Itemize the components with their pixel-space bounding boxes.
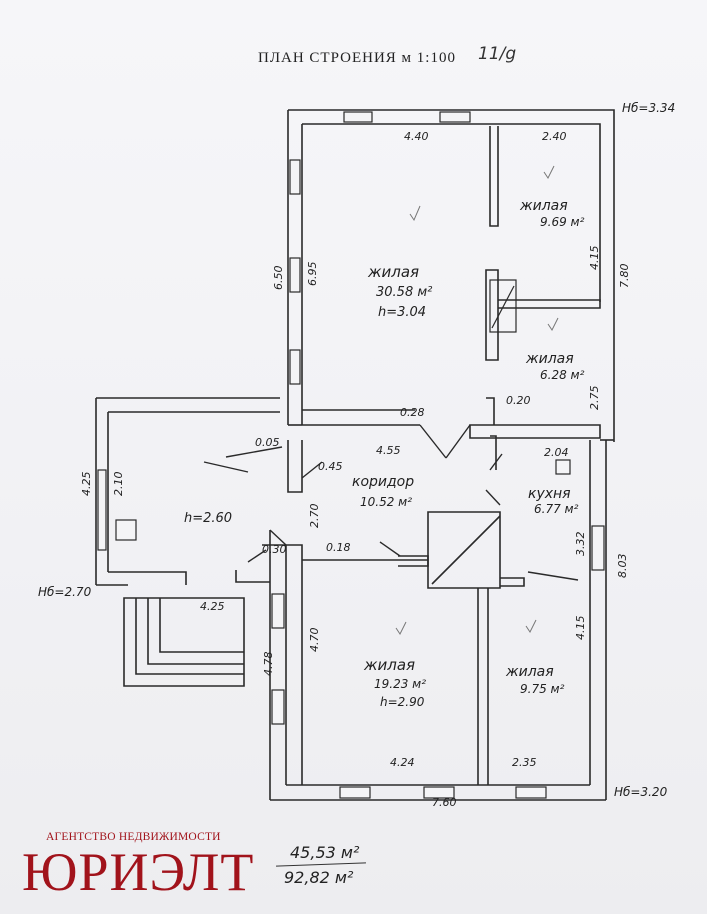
dim-label: 0.20 — [506, 394, 531, 407]
dim-label: 2.35 — [512, 756, 537, 769]
logo-name: ЮРИЭЛТ — [22, 842, 255, 902]
room-living-sw-area: 19.23 м² — [374, 677, 426, 691]
room-living-sw-label: жилая — [363, 656, 415, 674]
logo-subtitle: АГЕНТСТВО НЕДВИЖИМОСТИ — [46, 831, 221, 843]
dim-label: 0.30 — [262, 543, 287, 556]
dim-label: 6.50 — [272, 266, 285, 291]
plan-title: ПЛАН СТРОЕНИЯ м 1:100 — [258, 50, 456, 66]
dim-label: 2.10 — [112, 472, 125, 497]
dim-label: 7.60 — [432, 796, 457, 809]
room-labels: жилая 30.58 м² h=3.04 жилая 9.69 м² жила… — [184, 198, 585, 709]
elevation-labels: Нб=3.34 Нб=2.70 Нб=3.20 — [38, 101, 675, 799]
room-living-main-area: 30.58 м² — [376, 285, 432, 300]
dim-label: 6.95 — [306, 262, 319, 287]
living-area-total: 45,53 м² — [290, 843, 360, 862]
dim-label: 4.78 — [262, 652, 275, 677]
dim-label: 3.32 — [574, 532, 587, 557]
room-living-se-area: 9.75 м² — [520, 682, 565, 696]
total-area: 92,82 м² — [284, 868, 354, 887]
dim-label: 2.75 — [588, 386, 601, 411]
stove-detail — [489, 279, 517, 333]
dim-label: 4.70 — [308, 628, 321, 653]
check-marks — [395, 165, 559, 635]
room-living-mid-area: 6.28 м² — [540, 368, 585, 382]
room-living-ne-area: 9.69 м² — [540, 215, 585, 229]
dim-label: 4.40 — [404, 130, 429, 143]
dim-label: 7.80 — [618, 264, 631, 289]
elevation-ne: Нб=3.34 — [622, 101, 675, 115]
annex-height: h=2.60 — [184, 511, 232, 526]
dim-label: 0.05 — [255, 436, 280, 449]
dimension-labels: 4.40 2.40 6.50 6.95 4.15 7.80 2.75 0.28 … — [80, 130, 631, 809]
door-swings — [203, 424, 579, 581]
dim-label: 4.15 — [588, 246, 601, 271]
handwritten-note: 11/g — [478, 44, 517, 64]
room-living-sw-height: h=2.90 — [380, 695, 425, 709]
room-corridor-label: коридор — [352, 474, 414, 490]
elevation-se: Нб=3.20 — [614, 785, 668, 799]
dim-label: 2.70 — [308, 504, 321, 529]
dim-label: 4.15 — [574, 616, 587, 641]
dim-label: 8.03 — [616, 554, 629, 579]
dim-label: 4.55 — [376, 444, 401, 457]
dim-label: 4.25 — [200, 600, 225, 613]
windows — [97, 111, 605, 799]
room-kitchen-area: 6.77 м² — [534, 502, 579, 516]
room-living-mid-label: жилая — [525, 351, 574, 367]
elevation-w: Нб=2.70 — [38, 585, 92, 599]
dim-label: 4.25 — [80, 472, 93, 497]
room-living-ne-label: жилая — [519, 198, 568, 214]
dim-label: 0.45 — [318, 460, 343, 473]
room-kitchen-label: кухня — [528, 486, 571, 502]
dim-label: 0.18 — [326, 541, 351, 554]
room-living-main-label: жилая — [367, 263, 419, 281]
room-corridor-area: 10.52 м² — [360, 495, 412, 509]
dim-label: 2.40 — [542, 130, 567, 143]
room-living-main-height: h=3.04 — [378, 305, 426, 320]
dim-label: 0.28 — [400, 406, 425, 419]
dim-label: 4.24 — [390, 756, 415, 769]
dim-label: 2.04 — [544, 446, 569, 459]
walls — [95, 109, 615, 801]
room-living-se-label: жилая — [505, 664, 554, 680]
